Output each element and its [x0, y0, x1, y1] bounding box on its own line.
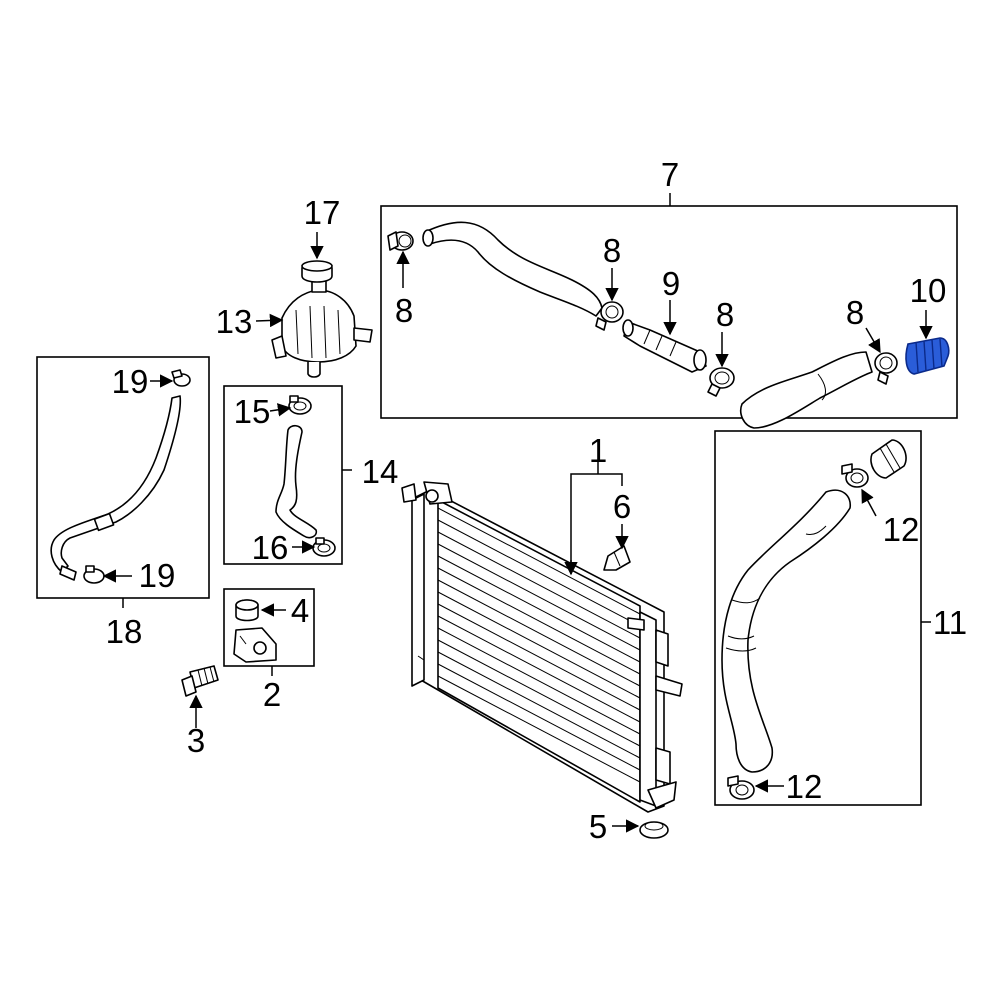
callout-12-top: 12 [883, 511, 920, 548]
callout-12-bottom: 12 [786, 768, 823, 805]
callout-1: 1 [589, 432, 607, 469]
callout-17: 17 [304, 194, 341, 231]
reservoir-cap-17[interactable] [301, 260, 333, 283]
coolant-reservoir-13[interactable] [271, 278, 373, 378]
lower-section-hose[interactable] [739, 351, 873, 429]
callout-6: 6 [613, 488, 631, 525]
hose-clamp-12-bottom[interactable] [727, 775, 755, 800]
hose-clamp-15[interactable] [288, 395, 312, 415]
lower-hose-11[interactable] [721, 489, 851, 773]
hose-clamp-8-left[interactable] [387, 231, 414, 251]
callout-8-middle: 8 [603, 232, 621, 269]
callout-9: 9 [662, 265, 680, 302]
callout-15: 15 [234, 393, 271, 430]
upper-hose-left[interactable] [422, 221, 603, 317]
callout-10: 10 [910, 272, 947, 309]
callout-8-right: 8 [846, 294, 864, 331]
hose-clamp-19-bottom[interactable] [83, 565, 105, 584]
callout-4: 4 [291, 592, 309, 629]
callout-labels: 7 17 13 8 8 9 8 8 10 19 19 18 15 16 14 4… [106, 156, 967, 845]
group-box-7 [380, 205, 958, 419]
callout-3: 3 [187, 722, 205, 759]
leader-lines [102, 193, 933, 833]
callout-11: 11 [933, 604, 967, 641]
hose-end-fitting-11[interactable] [870, 439, 907, 479]
callout-8-left: 8 [395, 292, 413, 329]
overflow-hose-14[interactable] [275, 424, 318, 539]
callout-14: 14 [362, 453, 399, 490]
callout-7: 7 [661, 156, 679, 193]
callout-18: 18 [106, 613, 143, 650]
hose-clamp-8-middle[interactable] [595, 301, 624, 331]
group-box-14 [223, 385, 343, 565]
connector-pipe-9[interactable] [622, 319, 707, 373]
mount-bushing-4[interactable] [235, 599, 259, 622]
grommet-5[interactable] [639, 821, 669, 839]
radiator-1[interactable] [401, 481, 683, 813]
bolt-3[interactable] [181, 665, 219, 697]
callout-8-pipe: 8 [716, 296, 734, 333]
hose-clamp-8-right-of-pipe[interactable] [707, 367, 735, 397]
hose-clamp-8-right[interactable] [874, 352, 898, 385]
hose-clamp-16[interactable] [312, 537, 336, 557]
callout-19-top: 19 [112, 363, 149, 400]
callout-19-bottom: 19 [139, 557, 176, 594]
callout-5: 5 [589, 808, 607, 845]
bracket-6[interactable] [603, 545, 631, 571]
group-box-2 [223, 588, 315, 667]
hose-clamp-19-top[interactable] [171, 369, 191, 387]
callout-16: 16 [252, 529, 289, 566]
callout-13: 13 [216, 303, 253, 340]
group-box-11 [714, 430, 922, 806]
bypass-hose-18[interactable] [50, 395, 182, 581]
hose-clamp-12-top[interactable] [841, 463, 869, 488]
highlighted-part-10-hose[interactable] [905, 337, 950, 375]
callout-2: 2 [263, 676, 281, 713]
mount-bracket-2[interactable] [233, 627, 277, 663]
